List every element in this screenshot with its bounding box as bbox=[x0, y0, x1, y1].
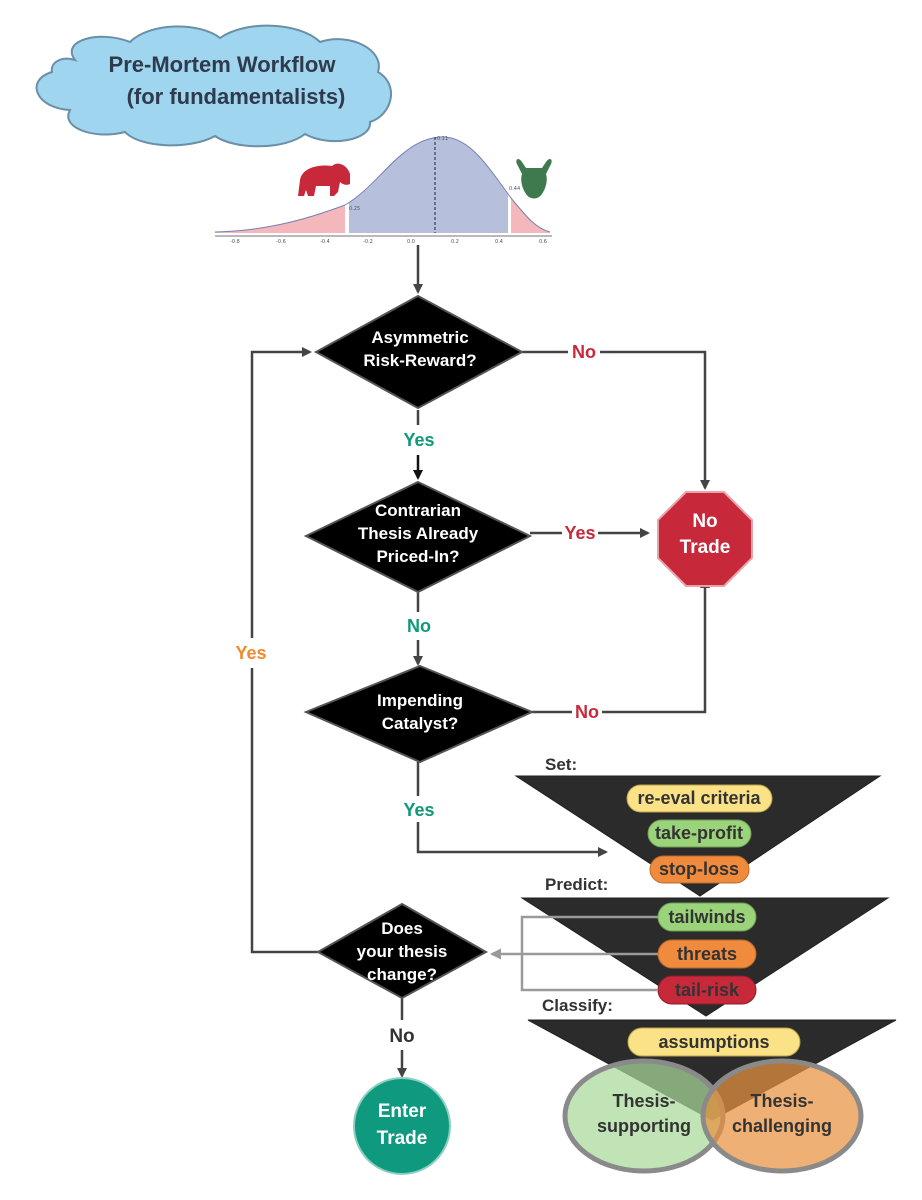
pill-label: threats bbox=[677, 944, 737, 964]
pill-assumptions bbox=[627, 1027, 801, 1057]
tick-label: -0.2 bbox=[363, 239, 373, 245]
edge-label-catalyst-yes: Yes bbox=[403, 800, 434, 820]
classify-funnel: Classify: assumptions bbox=[527, 996, 897, 1121]
decision-text: Asymmetric bbox=[371, 328, 468, 347]
title-line-1: Pre-Mortem Workflow bbox=[109, 52, 337, 77]
classify-heading: Classify: bbox=[542, 996, 613, 1015]
pill-label: re-eval criteria bbox=[637, 788, 761, 808]
decision-text: your thesis bbox=[357, 942, 448, 961]
right-marker-label: 0.44 bbox=[509, 186, 520, 192]
decision-asymmetric: Asymmetric Risk-Reward? bbox=[313, 294, 525, 410]
decision-text: change? bbox=[367, 965, 437, 984]
no-trade-text: Trade bbox=[680, 537, 731, 558]
tick-label: -0.6 bbox=[276, 239, 286, 245]
pill-label: take-profit bbox=[655, 823, 743, 843]
body-area bbox=[349, 136, 508, 233]
decision-catalyst: Impending Catalyst? bbox=[303, 664, 535, 764]
edge-label-change-yes: Yes bbox=[235, 643, 266, 663]
venn-left-label: supporting bbox=[597, 1116, 691, 1136]
arrow-asymmetric-to-no-trade bbox=[600, 350, 710, 490]
no-trade-stop-sign: No Trade bbox=[657, 491, 753, 587]
set-funnel: Set: re-eval criteria take-profit stop-l… bbox=[514, 755, 882, 897]
venn-right-label: Thesis- bbox=[750, 1091, 813, 1111]
title-line-2: (for fundamentalists) bbox=[127, 84, 346, 109]
loop-connector-lower bbox=[250, 668, 318, 954]
pill-label: stop-loss bbox=[659, 859, 739, 879]
pill-label: tail-risk bbox=[675, 980, 740, 1000]
edge-label-asymmetric-no: No bbox=[572, 342, 596, 362]
enter-trade-text: Trade bbox=[377, 1128, 428, 1149]
bull-icon bbox=[516, 159, 552, 199]
tick-label: 0.0 bbox=[407, 239, 415, 245]
tick-label: 0.2 bbox=[451, 239, 459, 245]
pill-re-eval-criteria bbox=[626, 784, 773, 813]
tick-label: 0.6 bbox=[539, 239, 547, 245]
pill-label: assumptions bbox=[658, 1032, 769, 1052]
title-cloud: Pre-Mortem Workflow (for fundamentalists… bbox=[35, 24, 392, 148]
set-heading: Set: bbox=[545, 755, 577, 774]
pill-stop-loss bbox=[649, 855, 750, 884]
predict-funnel: Predict: tailwinds threats tail-risk bbox=[520, 875, 890, 1017]
no-trade-text: No bbox=[692, 511, 717, 532]
edge-label-change-no: No bbox=[389, 1026, 414, 1047]
decision-text: Priced-In? bbox=[376, 547, 459, 566]
distribution-plot: -0.8 -0.6 -0.4 -0.2 0.0 0.2 0.4 0.6 0.25… bbox=[214, 136, 552, 245]
pill-take-profit bbox=[647, 819, 752, 848]
arrow-catalyst-to-set bbox=[416, 822, 608, 857]
left-tail-area bbox=[215, 205, 345, 233]
bear-icon bbox=[298, 163, 350, 196]
edge-label-contrarian-no: No bbox=[407, 616, 431, 636]
decision-contrarian: Contrarian Thesis Already Priced-In? bbox=[303, 480, 533, 594]
decision-text: Risk-Reward? bbox=[363, 351, 476, 370]
arrow-catalyst-to-no-trade bbox=[602, 578, 710, 714]
loop-arrow-to-asymmetric bbox=[250, 347, 312, 638]
venn-diagram: Thesis- supporting Thesis- challenging bbox=[562, 1058, 864, 1174]
decision-text: Contrarian bbox=[375, 501, 461, 520]
venn-right-label: challenging bbox=[732, 1116, 832, 1136]
pill-label: tailwinds bbox=[668, 907, 745, 927]
decision-text: Does bbox=[381, 919, 423, 938]
edge-label-contrarian-yes: Yes bbox=[564, 523, 595, 543]
enter-trade-text: Enter bbox=[378, 1101, 427, 1122]
venn-thesis-challenging bbox=[700, 1058, 864, 1174]
venn-left-label: Thesis- bbox=[612, 1091, 675, 1111]
tick-label: 0.4 bbox=[495, 239, 503, 245]
decision-text: Catalyst? bbox=[382, 714, 459, 733]
left-marker-label: 0.25 bbox=[349, 206, 360, 212]
tick-label: -0.4 bbox=[320, 239, 330, 245]
decision-text: Impending bbox=[377, 691, 463, 710]
enter-trade-terminal: Enter Trade bbox=[353, 1077, 451, 1175]
peak-marker-label: 0.11 bbox=[437, 136, 448, 142]
tick-label: -0.8 bbox=[230, 239, 240, 245]
decision-thesis-change: Does your thesis change? bbox=[315, 902, 489, 1000]
right-tail-area bbox=[511, 198, 550, 233]
edge-label-asymmetric-yes: Yes bbox=[403, 430, 434, 450]
decision-text: Thesis Already bbox=[358, 524, 479, 543]
predict-heading: Predict: bbox=[545, 875, 608, 894]
edge-label-catalyst-no: No bbox=[575, 702, 599, 722]
